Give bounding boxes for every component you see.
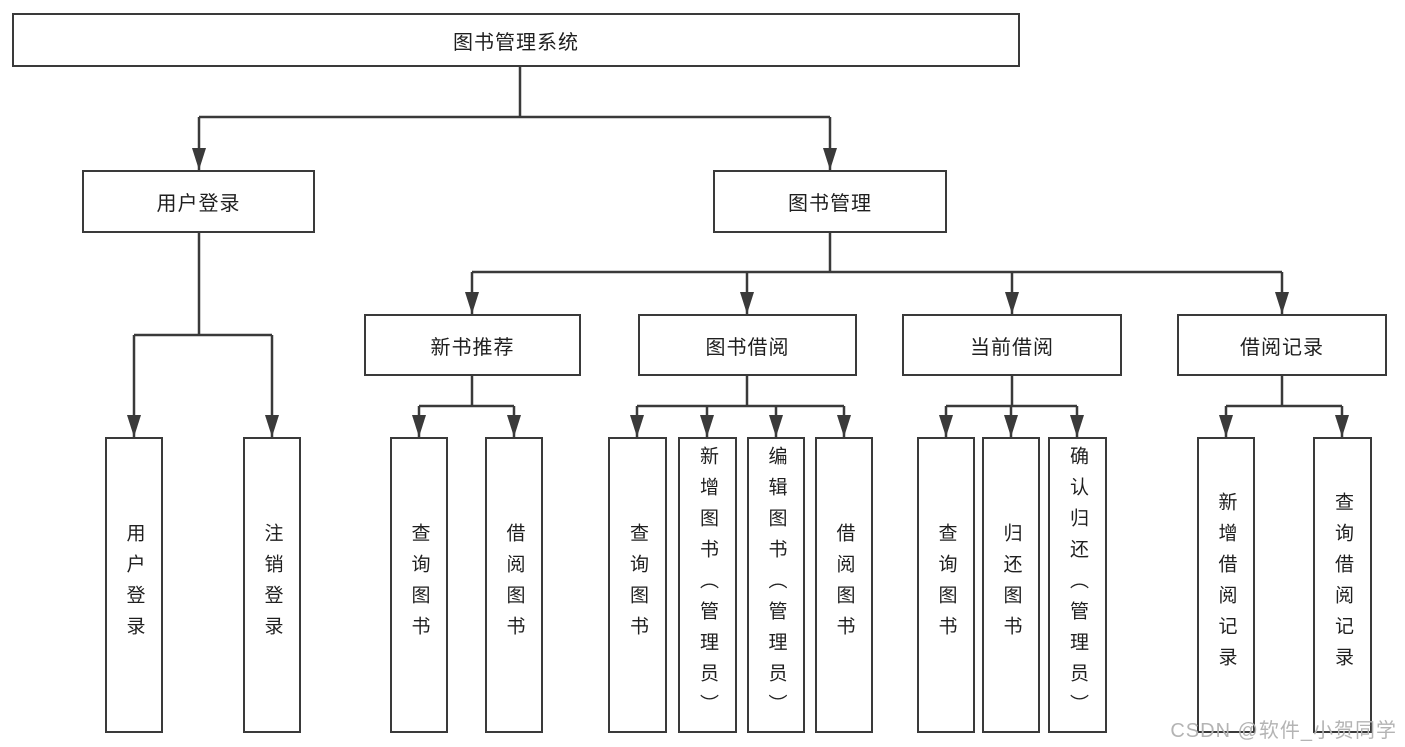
leaf-edit-books-admin: 编辑图书（管理员） — [747, 437, 805, 733]
node-label: 借阅图书 — [833, 523, 855, 647]
node-label: 新书推荐 — [430, 336, 515, 359]
watermark: CSDN @软件_小贺同学 — [1170, 720, 1397, 742]
node-book-management: 图书管理 — [713, 170, 947, 233]
leaf-query-borrow-record: 查询借阅记录 — [1313, 437, 1372, 733]
node-label: 图书管理系统 — [453, 31, 579, 54]
leaf-borrow-books-recommend: 借阅图书 — [485, 437, 543, 733]
leaf-query-books-current: 查询图书 — [917, 437, 975, 733]
node-label: 新增图书（管理员） — [697, 445, 718, 725]
node-label: 查询图书 — [627, 523, 648, 647]
node-new-book-recommend: 新书推荐 — [364, 314, 581, 376]
node-label: 查询图书 — [935, 523, 957, 647]
node-label: 当前借阅 — [970, 336, 1054, 359]
leaf-query-books-borrow: 查询图书 — [608, 437, 667, 733]
leaf-user-login: 用户登录 — [105, 437, 163, 733]
node-label: 查询借阅记录 — [1332, 492, 1353, 678]
node-label: 归还图书 — [1000, 523, 1022, 647]
node-label: 编辑图书（管理员） — [765, 445, 787, 725]
node-label: 借阅记录 — [1240, 336, 1324, 359]
node-label: 新增借阅记录 — [1215, 492, 1237, 678]
leaf-confirm-return-admin: 确认归还（管理员） — [1048, 437, 1107, 733]
node-label: 图书借阅 — [705, 336, 790, 359]
node-label: 用户登录 — [156, 193, 241, 215]
leaf-query-books-recommend: 查询图书 — [390, 437, 448, 733]
node-borrow-records: 借阅记录 — [1177, 314, 1387, 376]
node-label: 注销登录 — [261, 523, 283, 647]
node-system-root: 图书管理系统 — [12, 13, 1020, 67]
leaf-borrow-books: 借阅图书 — [815, 437, 873, 733]
node-label: 用户登录 — [123, 523, 145, 647]
leaf-add-books-admin: 新增图书（管理员） — [678, 437, 737, 733]
leaf-add-borrow-record: 新增借阅记录 — [1197, 437, 1255, 733]
leaf-logout: 注销登录 — [243, 437, 301, 733]
node-user-login-branch: 用户登录 — [82, 170, 315, 233]
node-current-borrow: 当前借阅 — [902, 314, 1122, 376]
node-label: 图书管理 — [788, 193, 872, 215]
node-label: 查询图书 — [408, 523, 430, 647]
leaf-return-books: 归还图书 — [982, 437, 1040, 733]
node-label: 借阅图书 — [503, 523, 525, 647]
node-label: 确认归还（管理员） — [1067, 445, 1088, 725]
node-book-borrow: 图书借阅 — [638, 314, 857, 376]
